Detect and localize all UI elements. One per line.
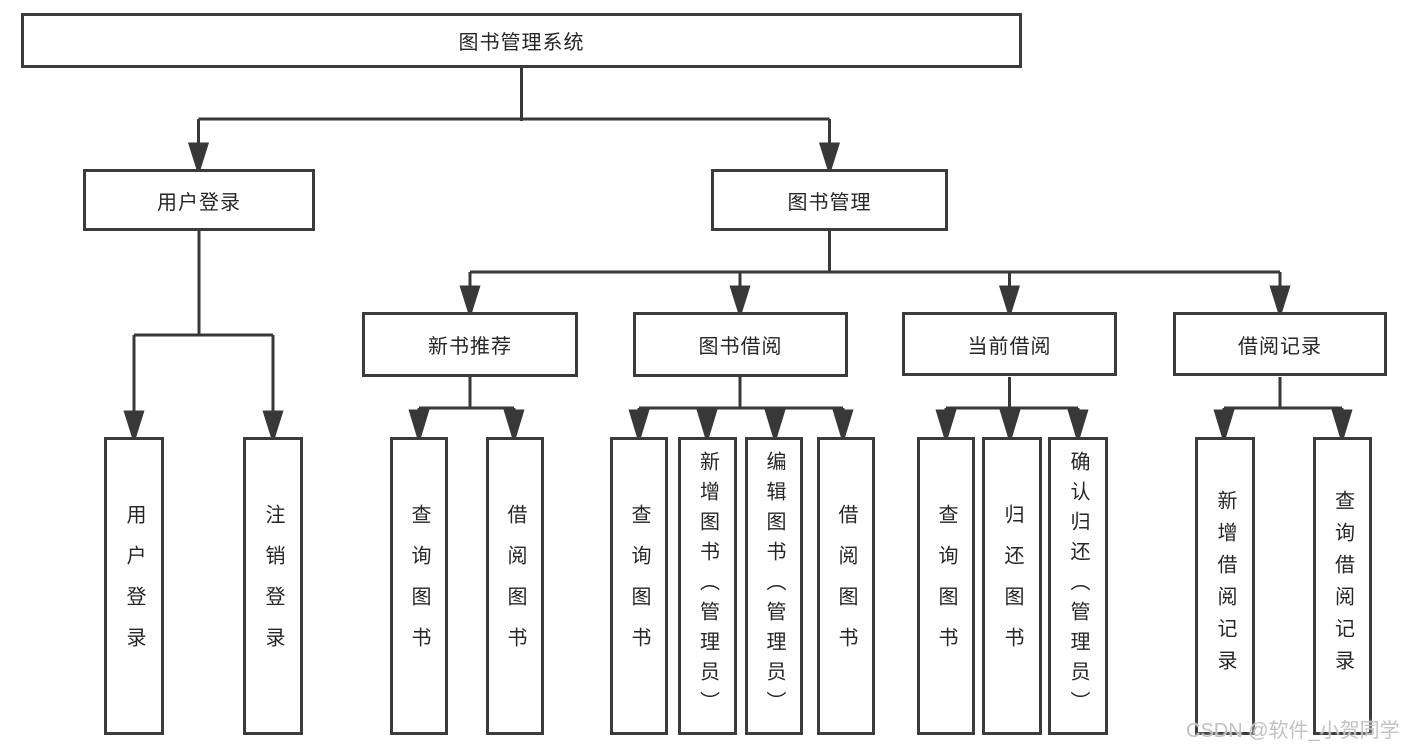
leaf-logout: 注销登录 [243,437,303,735]
node-book-management-branch: 图书管理 [711,169,948,231]
leaf-query-books-2: 查询图书 [610,437,668,735]
node-book-borrowing: 图书借阅 [633,312,848,377]
leaf-query-books-1: 查询图书 [390,437,448,735]
leaf-edit-books-admin: 编辑图书（管理员） [745,437,803,735]
leaf-borrow-books-1: 借阅图书 [486,437,544,735]
leaf-add-borrow-record: 新增借阅记录 [1195,437,1255,735]
leaf-confirm-return-admin: 确认归还（管理员） [1048,437,1108,735]
leaf-borrow-books-2: 借阅图书 [817,437,875,735]
leaf-add-books-admin: 新增图书（管理员） [678,437,737,735]
leaf-user-login: 用户登录 [104,437,164,735]
csdn-watermark: CSDN @软件_小贺同学 [1186,720,1400,742]
node-borrow-records: 借阅记录 [1173,312,1387,376]
leaf-query-borrow-record: 查询借阅记录 [1313,437,1372,735]
node-new-book-recommend: 新书推荐 [362,312,578,377]
leaf-query-books-3: 查询图书 [917,437,975,735]
node-user-login-branch: 用户登录 [83,169,315,231]
node-current-borrowing: 当前借阅 [902,312,1117,376]
leaf-return-books: 归还图书 [982,437,1042,735]
node-root-library-system: 图书管理系统 [21,13,1022,68]
